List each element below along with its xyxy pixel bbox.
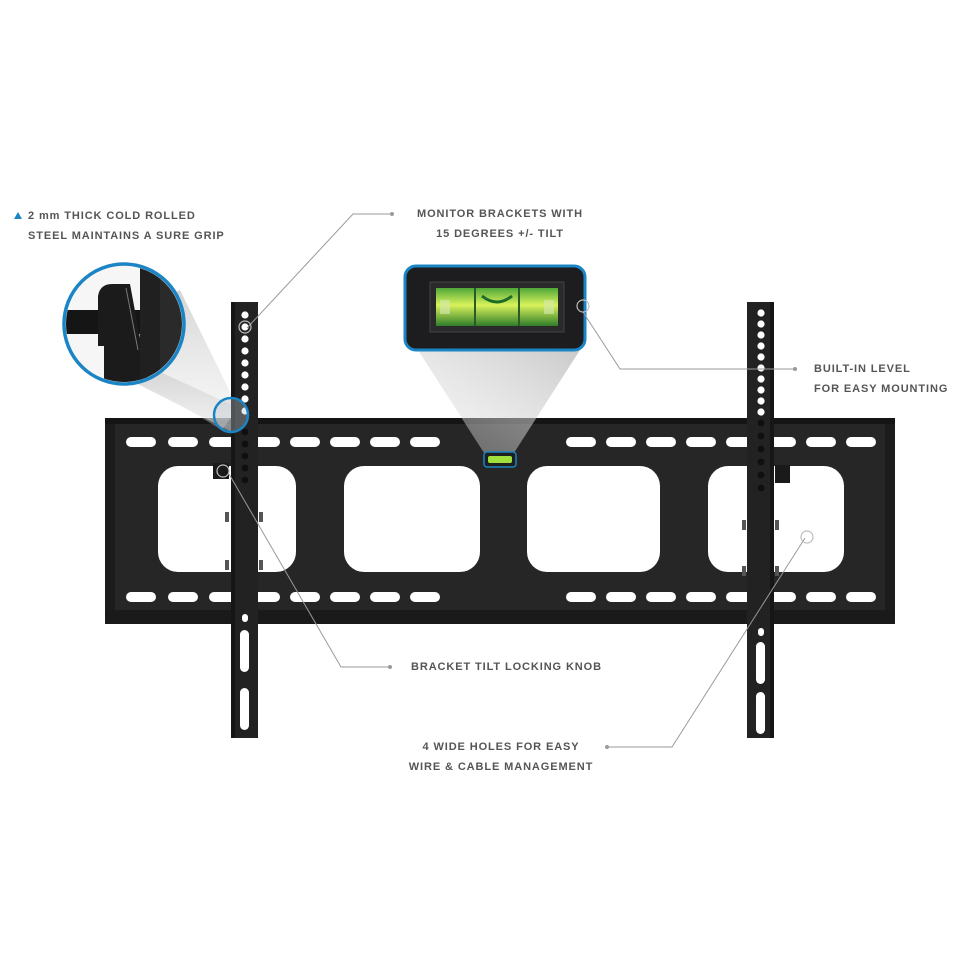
left-tilt-knob bbox=[213, 463, 229, 479]
level-pointer-circle bbox=[576, 299, 590, 313]
right-tilt-knob bbox=[775, 465, 790, 483]
steel-thickness-inset bbox=[62, 262, 186, 386]
callout-tilt-line1: MONITOR BRACKETS WITH bbox=[417, 208, 583, 220]
steel-zoom-source-circle bbox=[212, 396, 250, 434]
callout-level-line2: FOR EASY MOUNTING bbox=[814, 383, 949, 395]
built-in-level bbox=[483, 451, 517, 468]
callout-knob-line1: BRACKET TILT LOCKING KNOB bbox=[411, 661, 602, 673]
leader-lines bbox=[228, 213, 806, 748]
callout-level: BUILT-IN LEVEL FOR EASY MOUNTING bbox=[814, 359, 948, 399]
tilt-pointer-circle bbox=[238, 320, 252, 334]
level-inset bbox=[403, 264, 587, 352]
callout-tilt-line2: 15 DEGREES +/- TILT bbox=[436, 228, 564, 240]
knob-pointer-circle bbox=[216, 464, 230, 478]
callout-level-line1: BUILT-IN LEVEL bbox=[814, 363, 911, 375]
zoom-beam-level bbox=[418, 350, 580, 456]
right-monitor-bracket bbox=[742, 302, 779, 738]
callout-steel-line2: STEEL MAINTAINS A SURE GRIP bbox=[28, 230, 225, 242]
left-monitor-bracket bbox=[225, 302, 263, 738]
callout-knob: BRACKET TILT LOCKING KNOB bbox=[411, 657, 602, 677]
callout-holes-line2: WIRE & CABLE MANAGEMENT bbox=[408, 761, 594, 773]
triangle-bullet-icon bbox=[14, 212, 22, 219]
callout-tilt: MONITOR BRACKETS WITH 15 DEGREES +/- TIL… bbox=[400, 204, 600, 244]
callout-steel: 2 mm THICK COLD ROLLED STEEL MAINTAINS A… bbox=[14, 206, 225, 246]
callout-holes: 4 WIDE HOLES FOR EASY WIRE & CABLE MANAG… bbox=[398, 737, 604, 777]
holes-pointer-circle bbox=[800, 530, 814, 544]
callout-holes-line1: 4 WIDE HOLES FOR EASY bbox=[422, 741, 580, 753]
callout-steel-line1: 2 mm THICK COLD ROLLED bbox=[28, 210, 196, 222]
